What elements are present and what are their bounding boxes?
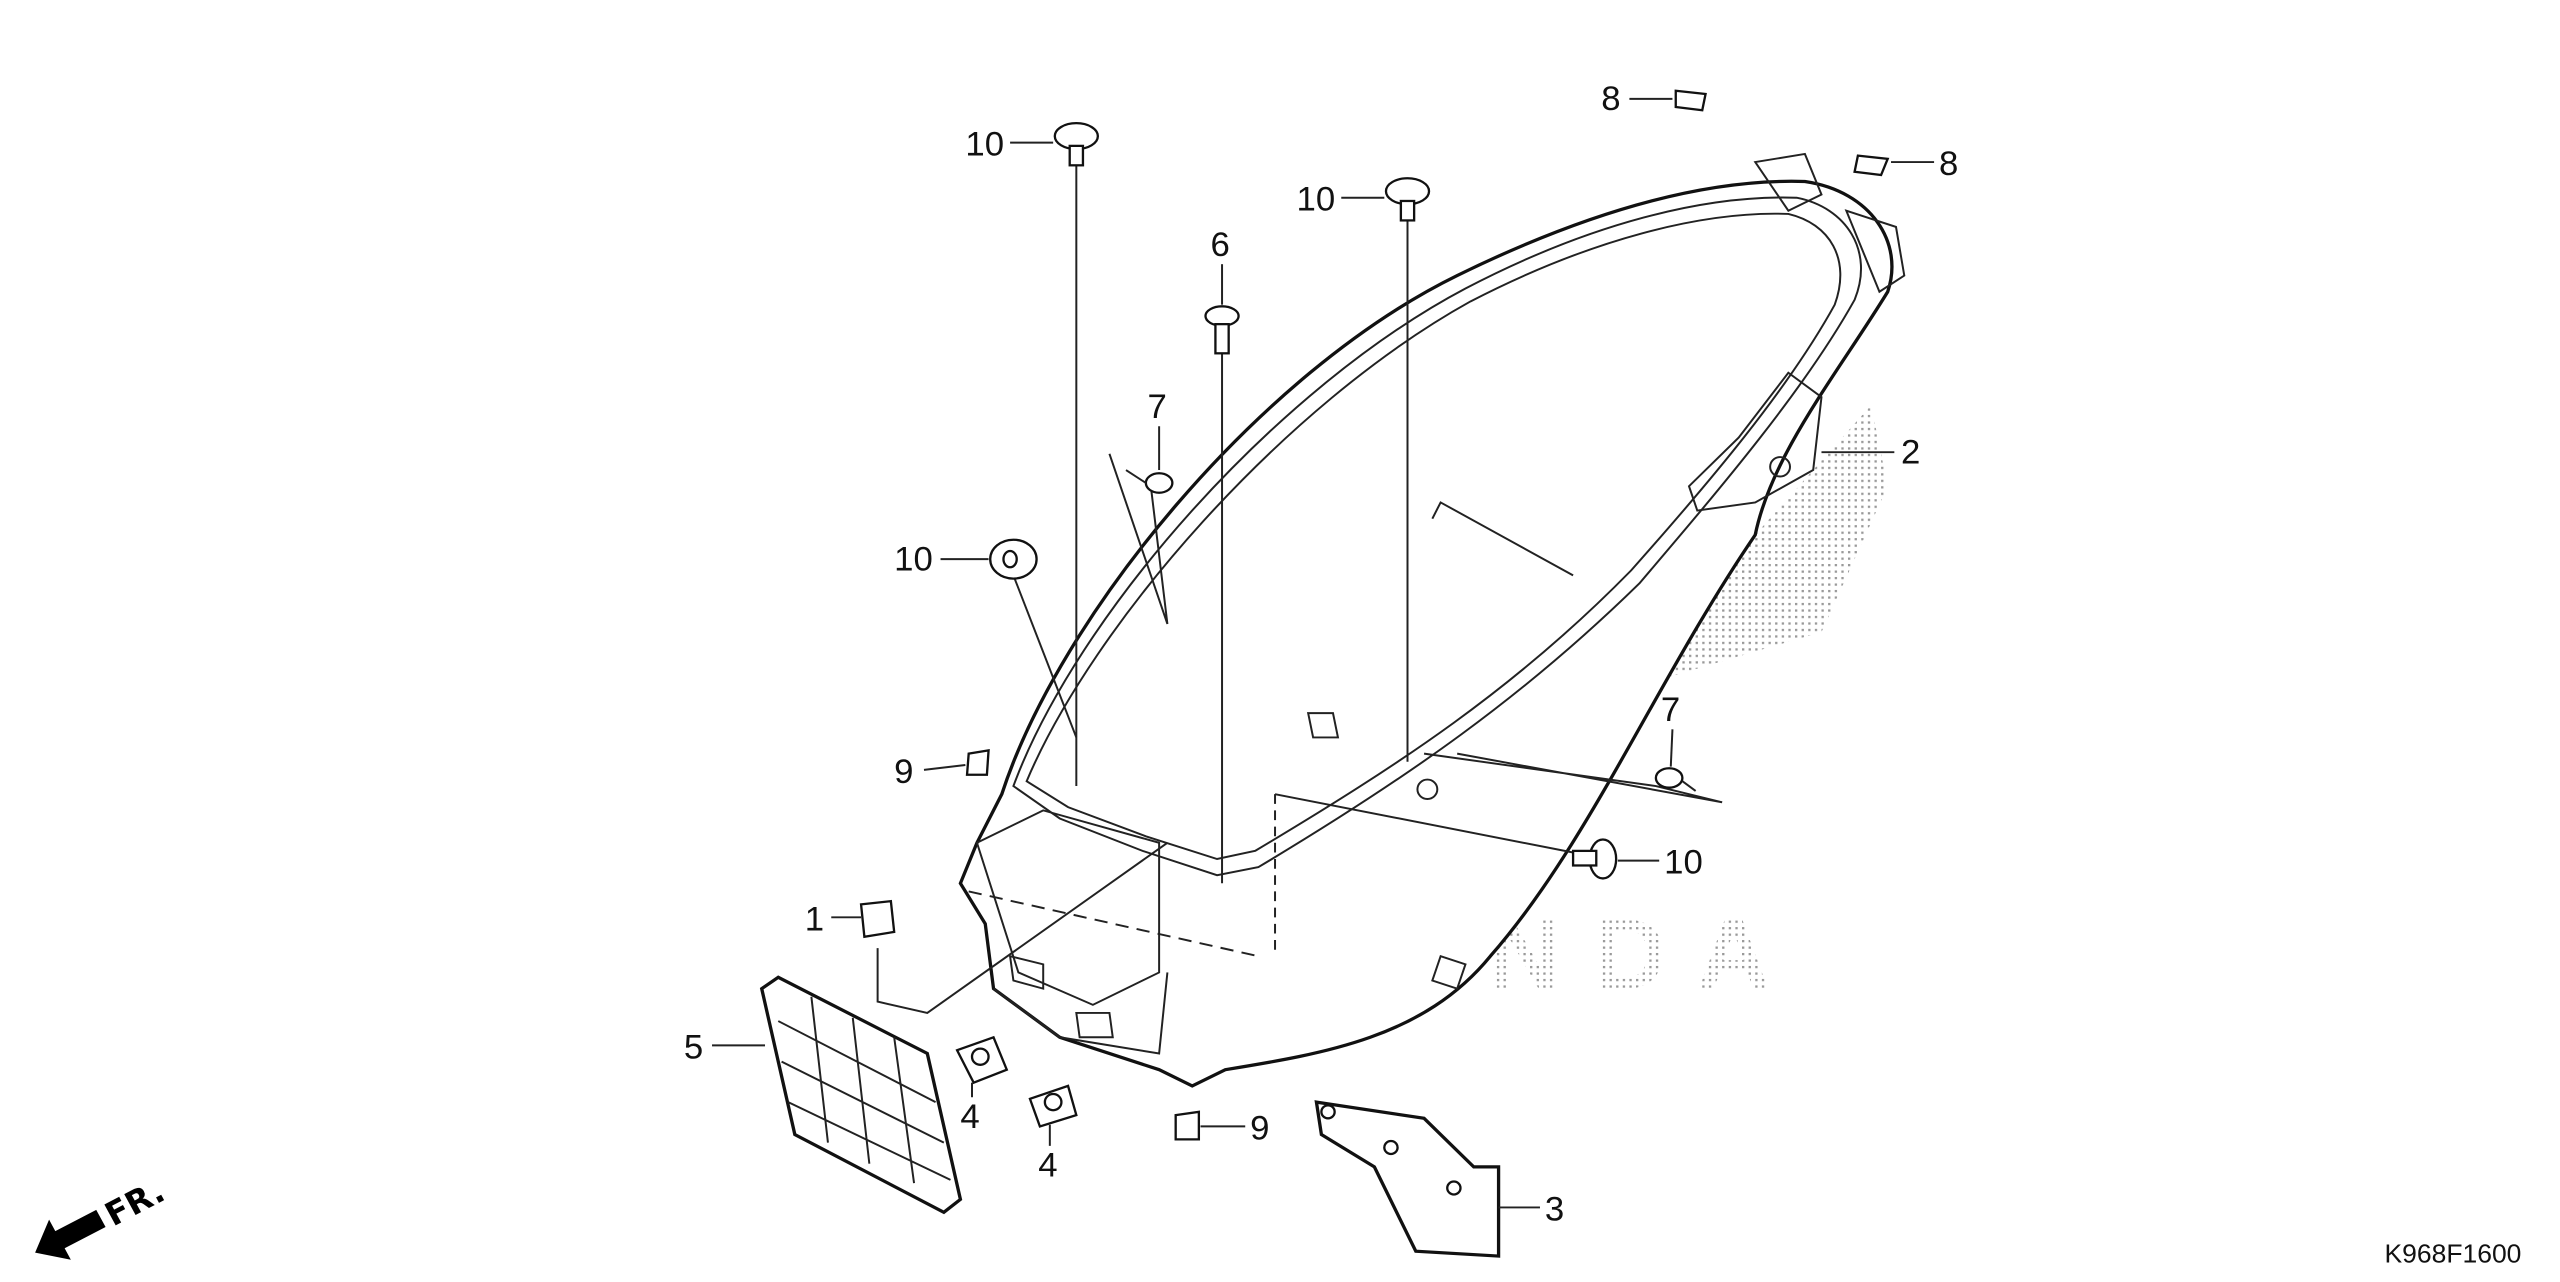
bolt-icon [1053,122,1100,167]
callout-2[interactable]: 2 [1901,434,1920,472]
grille-cover [759,975,963,1215]
callout-4[interactable]: 4 [960,1098,979,1136]
screw-icon [1654,767,1697,792]
leader-lines [876,162,1723,1015]
callout-7[interactable]: 7 [1661,692,1680,730]
direction-label: FR. [99,1172,171,1233]
callout-7[interactable]: 7 [1148,388,1167,426]
screw-icon [1125,469,1174,494]
callout-10[interactable]: 10 [1664,844,1703,882]
callout-8[interactable]: 8 [1601,81,1620,119]
diagram-code: K968F1600 [2384,1239,2521,1269]
luggage-box [958,152,1906,1088]
nut-plate-icon [955,1035,1009,1085]
bolt-icon [1571,838,1618,880]
callout-4[interactable]: 4 [1038,1147,1057,1185]
clip-icon [859,899,896,939]
bolt-icon [1204,305,1240,355]
nut-icon [1853,154,1890,177]
callout-1[interactable]: 1 [805,901,824,939]
fasteners [859,89,1890,1141]
bolt-icon [1384,177,1431,222]
callout-10[interactable]: 10 [894,541,933,579]
callout-10[interactable]: 10 [1297,181,1336,219]
front-direction-arrow-icon: FR. [35,1172,171,1260]
grommet-icon [989,538,1038,580]
nut-plate-icon [1028,1084,1078,1128]
nut-icon [1674,89,1707,112]
callout-6[interactable]: 6 [1210,226,1229,264]
callout-10[interactable]: 10 [965,126,1004,164]
callouts: 10 10 10 10 8 8 6 7 7 2 9 9 1 5 4 4 3 [684,81,1959,1229]
callout-5[interactable]: 5 [684,1029,703,1067]
callout-8[interactable]: 8 [1939,145,1958,183]
callout-3[interactable]: 3 [1545,1191,1564,1229]
bracket [1314,1100,1501,1258]
clip-icon [1174,1110,1201,1141]
clip-icon [965,749,990,776]
callout-9[interactable]: 9 [894,753,913,791]
callout-9[interactable]: 9 [1250,1110,1269,1148]
